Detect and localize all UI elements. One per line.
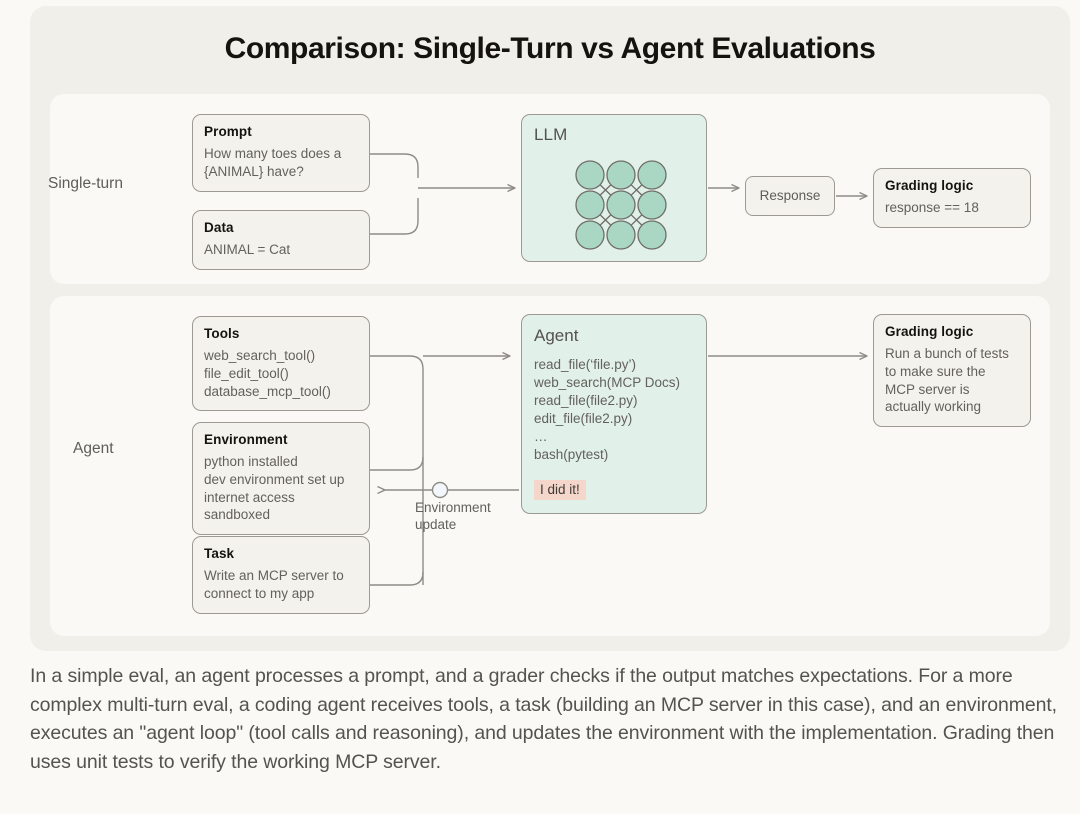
row-label-agent: Agent <box>73 440 114 457</box>
page-title: Comparison: Single-Turn vs Agent Evaluat… <box>224 32 876 65</box>
data-box-title: Data <box>204 220 234 235</box>
neural-network-icon <box>575 160 667 250</box>
grading-logic-agent-body: Run a bunch of tests to make sure the MC… <box>885 346 1009 415</box>
task-box[interactable]: Task Write an MCP server to connect to m… <box>192 536 370 614</box>
data-box[interactable]: Data ANIMAL = Cat <box>192 210 370 270</box>
prompt-box-body: How many toes does a {ANIMAL} have? <box>204 146 342 179</box>
figure-caption: In a simple eval, an agent processes a p… <box>30 665 1057 773</box>
row-label-single-turn: Single-turn <box>48 175 123 192</box>
environment-box-body: python installed dev environment set up … <box>204 454 345 523</box>
grading-logic-single-title: Grading logic <box>885 178 974 193</box>
grading-logic-box-single[interactable]: Grading logic response == 18 <box>873 168 1031 228</box>
grading-logic-box-agent[interactable]: Grading logic Run a bunch of tests to ma… <box>873 314 1031 428</box>
response-box-label: Response <box>759 188 821 203</box>
agent-box[interactable]: Agent read_file(‘file.py’) web_search(MC… <box>521 314 707 514</box>
env-update-label: Environment update <box>415 500 491 532</box>
task-box-body: Write an MCP server to connect to my app <box>204 568 344 601</box>
agent-box-trace: read_file(‘file.py’) web_search(MCP Docs… <box>534 357 681 462</box>
llm-box-label: LLM <box>534 125 568 144</box>
llm-box[interactable]: LLM <box>521 114 707 262</box>
task-box-title: Task <box>204 546 235 561</box>
response-box[interactable]: Response <box>745 176 835 216</box>
grading-logic-agent-title: Grading logic <box>885 324 974 339</box>
prompt-box[interactable]: Prompt How many toes does a {ANIMAL} hav… <box>192 114 370 192</box>
agent-done-badge: I did it! <box>534 480 586 500</box>
environment-box[interactable]: Environment python installed dev environ… <box>192 422 370 536</box>
data-box-body: ANIMAL = Cat <box>204 242 291 257</box>
environment-box-title: Environment <box>204 432 288 447</box>
prompt-box-title: Prompt <box>204 124 252 139</box>
tools-box[interactable]: Tools web_search_tool() file_edit_tool()… <box>192 316 370 412</box>
grading-logic-single-body: response == 18 <box>885 200 979 215</box>
tools-box-body: web_search_tool() file_edit_tool() datab… <box>204 348 331 399</box>
agent-box-label: Agent <box>534 326 579 345</box>
tools-box-title: Tools <box>204 326 240 341</box>
